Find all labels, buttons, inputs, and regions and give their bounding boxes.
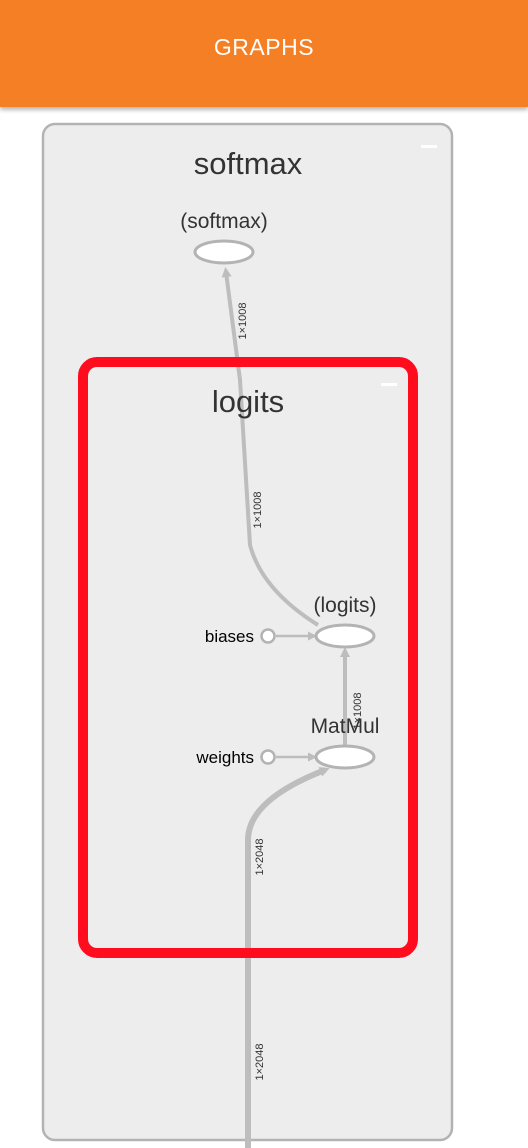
edge-label-matmul-logits: 1×1008 [352,692,364,729]
softmax-op-node[interactable]: (softmax) [180,210,268,265]
edge-label-softmax-upper: 1×1008 [237,302,249,339]
logits-op-ellipse[interactable] [314,623,376,649]
edge-input-to-matmul [245,767,330,1148]
biases-constant-icon[interactable] [260,628,276,644]
logits-op-node[interactable]: (logits) [313,594,377,649]
edge-logits-to-softmax [221,267,320,627]
edge-label-softmax-lower: 1×1008 [252,491,264,528]
softmax-group-title: softmax [194,146,303,181]
softmax-op-ellipse[interactable] [193,239,255,265]
logits-collapse-icon[interactable] [381,383,397,386]
edge-label-input-bottom: 1×2048 [254,1043,266,1080]
softmax-op-label: (softmax) [180,210,268,233]
logits-op-label: (logits) [313,594,376,617]
logits-group-title: logits [212,384,284,419]
app-header: GRAPHS [0,0,528,107]
softmax-collapse-icon[interactable] [421,145,437,148]
weights-constant-icon[interactable] [260,749,276,765]
edges [221,267,350,1148]
biases-node[interactable]: biases [205,627,276,646]
weights-label: weights [195,748,254,767]
biases-label: biases [205,627,254,646]
weights-node[interactable]: weights [195,748,276,767]
matmul-op-ellipse[interactable] [314,744,376,770]
header-title: GRAPHS [213,34,315,60]
edge-label-input-matmul: 1×2048 [254,838,266,875]
logits-group-box[interactable] [78,357,418,958]
edge-labels: 1×1008 1×1008 1×1008 1×2048 1×2048 [237,302,364,1080]
matmul-op-node[interactable]: MatMul [311,715,380,770]
softmax-group[interactable]: softmax [41,122,454,1142]
logits-group[interactable]: logits [78,357,418,958]
matmul-op-label: MatMul [311,715,380,738]
